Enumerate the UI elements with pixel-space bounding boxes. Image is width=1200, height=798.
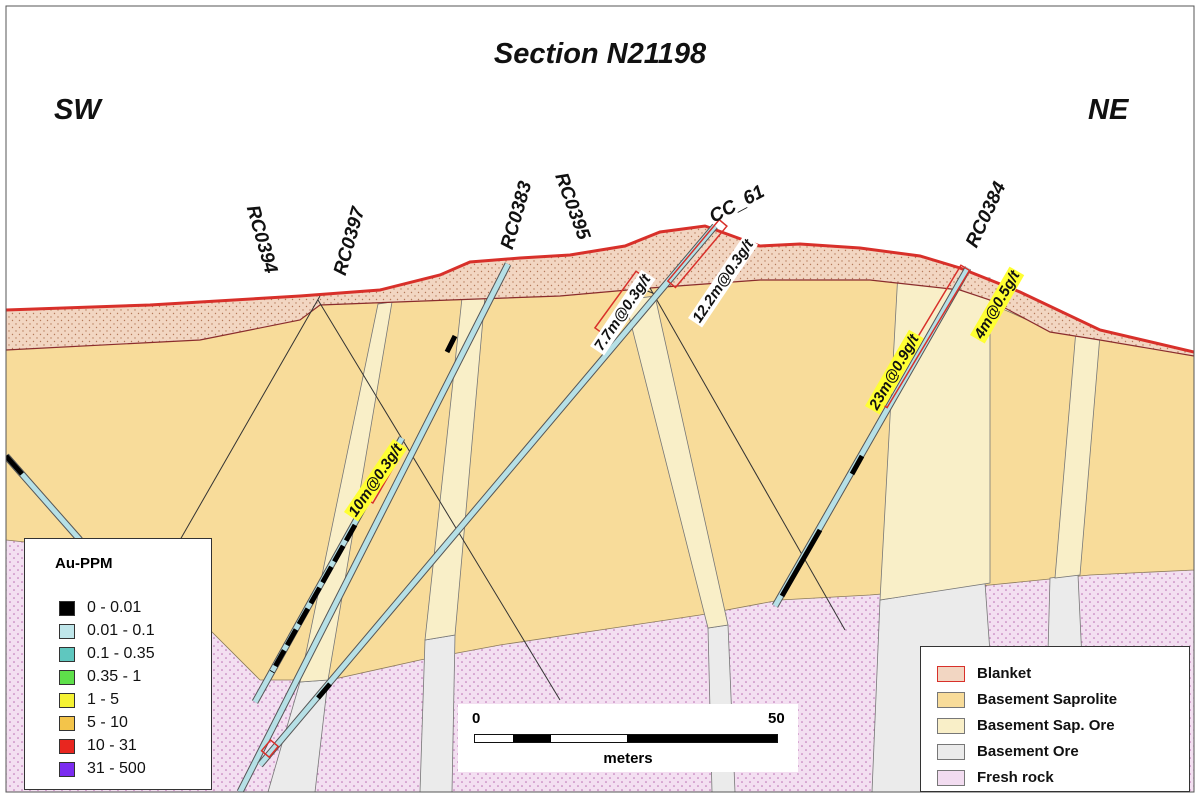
direction-ne: NE xyxy=(1088,94,1129,126)
scale-end: 50 xyxy=(768,710,785,727)
scale-bar-graphic xyxy=(474,734,778,743)
unit-swatch xyxy=(937,718,965,734)
unit-legend: Blanket Basement Saprolite Basement Sap.… xyxy=(920,646,1190,792)
legend-swatch xyxy=(59,647,75,662)
unit-swatch xyxy=(937,666,965,682)
legend-swatch xyxy=(59,624,75,639)
sap-ore-zone xyxy=(624,295,729,629)
scale-bar: 0 50 meters xyxy=(458,704,798,772)
unit-swatch xyxy=(937,692,965,708)
fault-line xyxy=(317,299,561,701)
fault-line xyxy=(649,287,846,631)
legend-swatch xyxy=(59,693,75,708)
legend-swatch xyxy=(59,601,75,616)
scale-unit: meters xyxy=(603,750,653,767)
scale-start: 0 xyxy=(472,710,481,727)
fault-line xyxy=(179,295,321,541)
section-title: Section N21198 xyxy=(493,38,707,70)
legend-title: Au-PPM xyxy=(55,555,113,572)
direction-sw: SW xyxy=(54,94,101,126)
unit-swatch xyxy=(937,770,965,786)
legend-swatch xyxy=(59,762,75,777)
legend-swatch xyxy=(59,670,75,685)
au-ppm-legend: Au-PPM 0 - 0.01 0.01 - 0.1 0.1 - 0.35 0.… xyxy=(24,538,212,790)
legend-swatch xyxy=(59,716,75,731)
unit-swatch xyxy=(937,744,965,760)
basement-ore-zone xyxy=(419,634,456,792)
legend-swatch xyxy=(59,739,75,754)
